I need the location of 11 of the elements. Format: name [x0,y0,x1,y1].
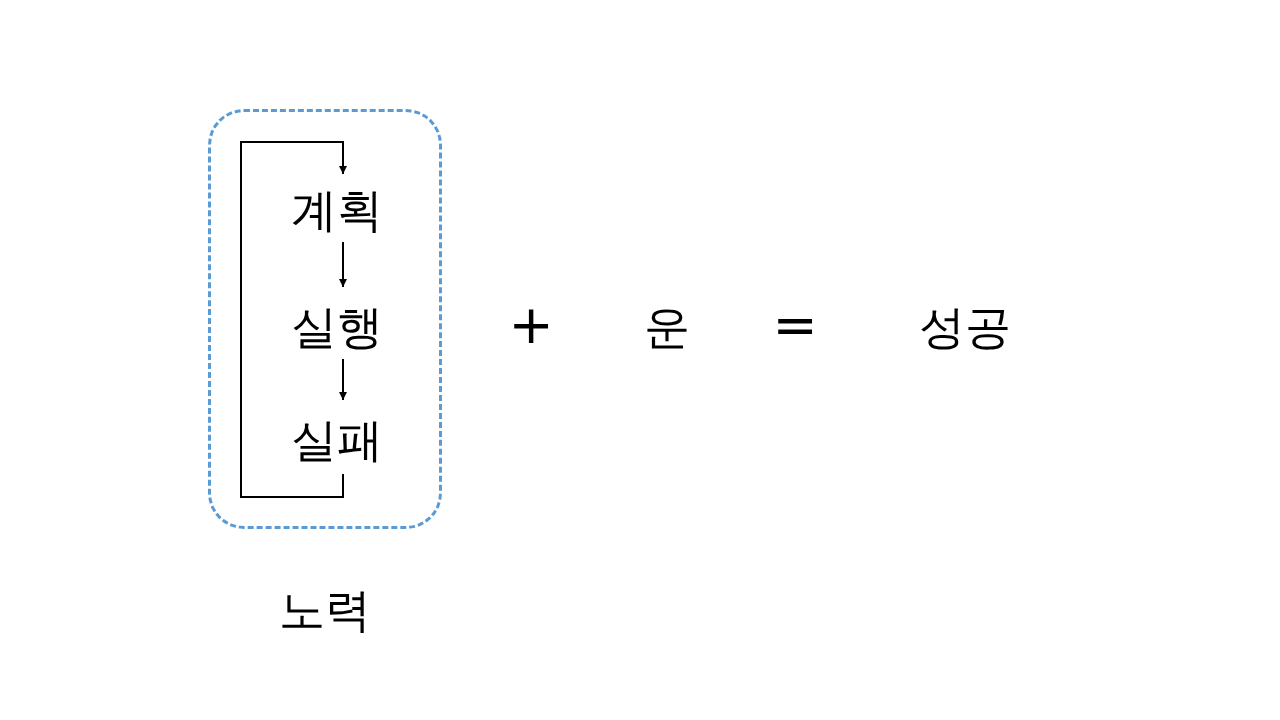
operator-symbol: + [507,297,555,353]
group-heading: 노력 [278,582,372,638]
arrow [240,141,347,498]
operator-symbol: = [771,297,819,353]
step-text: 실패 [282,412,392,468]
step-text: 성공 [890,299,1040,355]
step-text: 계획 [282,182,392,238]
arrow [339,358,347,401]
step-text: 실행 [282,299,392,355]
step-text: 운 [612,299,722,355]
arrow [339,241,347,288]
